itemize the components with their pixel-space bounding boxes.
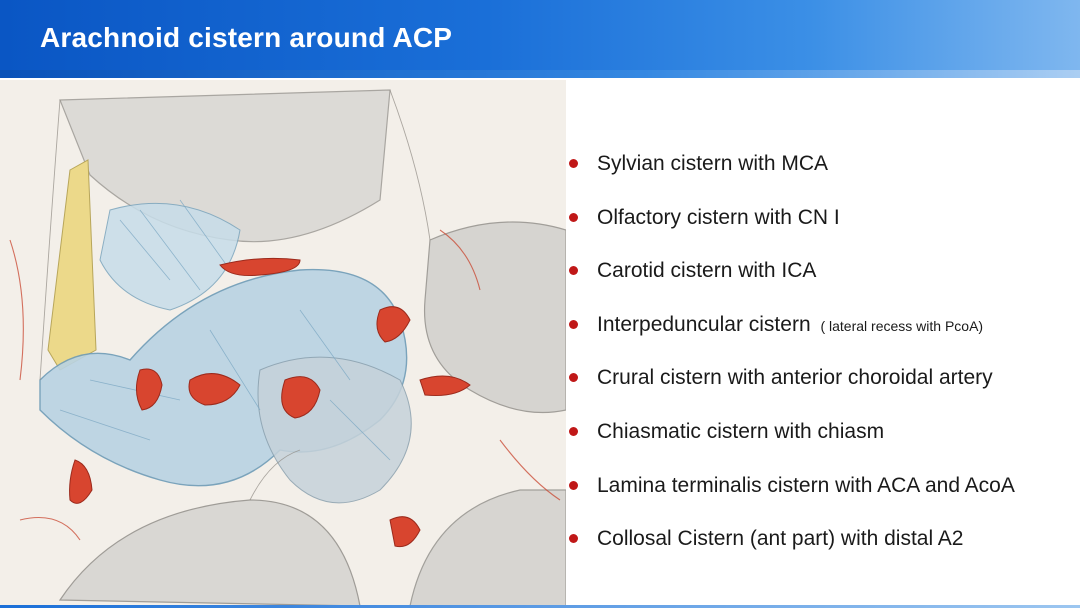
- slide-title: Arachnoid cistern around ACP: [40, 22, 453, 53]
- bullet-dot-icon: [569, 534, 578, 544]
- bullet-text: Lamina terminalis cistern with ACA and A…: [597, 473, 1015, 497]
- bullet-dot-icon: [569, 426, 578, 436]
- list-item: Crural cistern with anterior choroidal a…: [566, 354, 1076, 408]
- anatomical-illustration: [0, 80, 566, 606]
- bullet-text: Collosal Cistern (ant part) with distal …: [597, 527, 964, 551]
- bullet-text: Carotid cistern with ICA: [597, 259, 817, 283]
- bullet-list: Sylvian cistern with MCA Olfactory ciste…: [566, 140, 1076, 569]
- list-item: Interpeduncular cistern ( lateral recess…: [566, 301, 1076, 355]
- bullet-text: Crural cistern with anterior choroidal a…: [597, 366, 993, 390]
- bullet-note: ( lateral recess with PcoA): [820, 317, 984, 334]
- footer-divider: [0, 605, 1080, 608]
- bullet-text: Olfactory cistern with CN I: [597, 205, 840, 229]
- bullet-dot-icon: [569, 480, 578, 490]
- bullet-dot-icon: [569, 212, 578, 222]
- bullet-dot-icon: [569, 319, 578, 329]
- list-item: Sylvian cistern with MCA: [566, 140, 1076, 194]
- bullet-dot-icon: [569, 159, 578, 168]
- list-item: Chiasmatic cistern with chiasm: [566, 408, 1076, 462]
- bullet-text: Sylvian cistern with MCA: [597, 152, 829, 175]
- list-item: Collosal Cistern (ant part) with distal …: [566, 515, 1076, 569]
- anatomical-drawing-icon: [0, 80, 566, 606]
- bullet-text: Interpeduncular cistern: [597, 312, 811, 336]
- bullet-dot-icon: [569, 373, 578, 383]
- bullet-text: Chiasmatic cistern with chiasm: [597, 419, 885, 443]
- list-item: Lamina terminalis cistern with ACA and A…: [566, 462, 1076, 516]
- list-item: Olfactory cistern with CN I: [566, 194, 1076, 248]
- list-item: Carotid cistern with ICA: [566, 247, 1076, 301]
- title-bar: Arachnoid cistern around ACP: [0, 0, 1080, 78]
- bullet-dot-icon: [569, 266, 578, 276]
